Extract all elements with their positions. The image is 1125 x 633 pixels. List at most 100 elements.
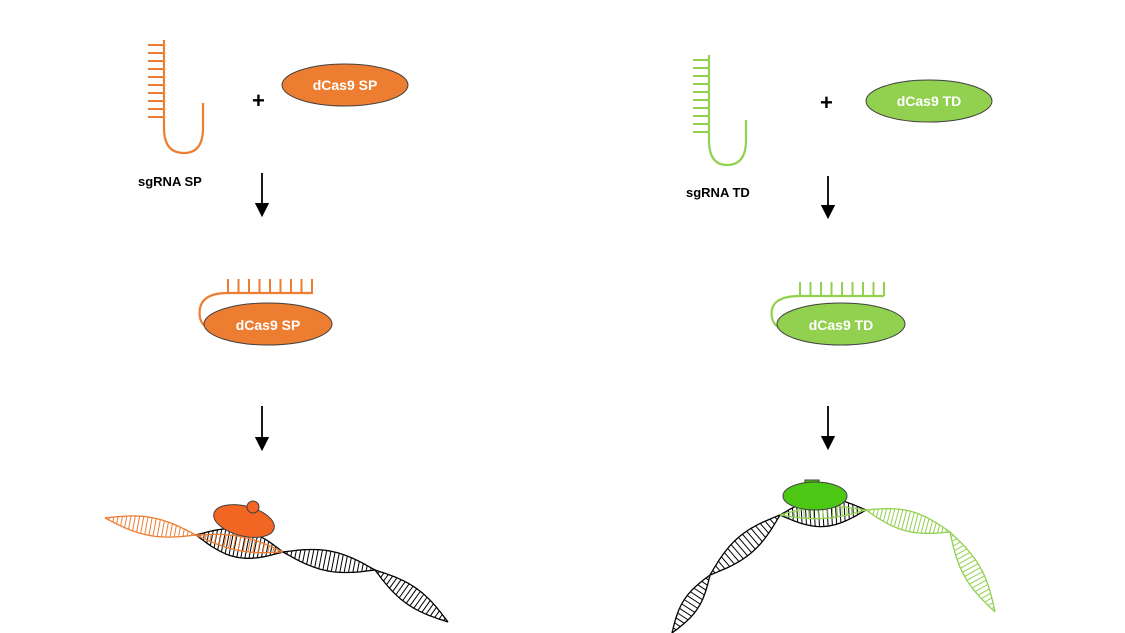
dna-base-pair [690, 591, 703, 601]
dna-strand [865, 508, 951, 533]
dna-sp-bound [104, 515, 449, 623]
dna-base-pair [272, 547, 275, 553]
dna-base-pair [746, 530, 760, 546]
dna-base-pair [715, 565, 721, 572]
dna-base-pair [330, 552, 336, 572]
dna-base-pair [841, 506, 843, 517]
dna-base-pair [409, 591, 421, 607]
dna-strand [779, 509, 867, 528]
dna-base-pair [206, 531, 210, 544]
dna-base-pair [178, 527, 181, 537]
dna-base-pair [380, 572, 385, 578]
bound-dcas9-sp [213, 500, 275, 538]
dna-base-pair [347, 557, 352, 573]
dna-base-pair [352, 559, 356, 573]
dna-base-pair [213, 534, 217, 544]
dna-base-pair [306, 549, 311, 565]
dna-base-pair [954, 544, 964, 552]
dna-base-pair [386, 575, 394, 585]
plus-sign-left: + [252, 88, 265, 113]
dna-base-pair [160, 520, 165, 537]
dna-base-pair [958, 555, 973, 565]
right-panel: sgRNA TD + dCas9 TD dCas9 TD [671, 55, 996, 633]
dna-base-pair [727, 548, 740, 562]
dna-base-pair [693, 587, 705, 596]
dna-base-pair [173, 525, 177, 538]
dna-base-pair [228, 535, 232, 549]
dna-base-pair [339, 554, 344, 573]
dna-base-pair [742, 533, 756, 550]
dna-base-pair [897, 509, 904, 529]
dna-base-pair [974, 583, 989, 593]
dna-base-pair [956, 551, 971, 561]
dna-base-pair [796, 505, 799, 523]
dna-base-pair [112, 516, 115, 523]
dna-base-pair [672, 627, 677, 631]
dna-base-pair [389, 577, 398, 589]
dna-base-pair [720, 556, 731, 567]
dna-base-pair [924, 518, 930, 534]
dna-base-pair [398, 583, 410, 599]
dna-base-pair [928, 520, 934, 534]
dcas9-sp-complex-label: dCas9 SP [236, 317, 301, 333]
dna-base-pair [981, 592, 991, 600]
dna-base-pair [984, 597, 993, 603]
dna-base-pair [675, 617, 685, 624]
dna-base-pair [759, 523, 770, 534]
dna-base-pair [730, 544, 744, 560]
dna-base-pair [267, 545, 270, 553]
dna-base-pair [952, 541, 961, 547]
dna-base-pair [124, 515, 128, 528]
dna-base-pair [144, 516, 149, 535]
dna-base-pair [920, 516, 926, 534]
dna-base-pair [738, 537, 752, 553]
dna-base-pair [868, 509, 871, 513]
dna-base-pair [361, 563, 364, 572]
dna-base-pair [326, 551, 332, 571]
dna-base-pair [686, 595, 701, 605]
dna-base-pair [724, 552, 735, 565]
dna-base-pair [120, 516, 123, 526]
dna-base-pair [302, 549, 306, 563]
dna-base-pair [764, 520, 772, 530]
dna-base-pair [434, 610, 440, 618]
dna-base-pair [950, 534, 954, 538]
dna-base-pair [987, 602, 994, 606]
dna-td-bound [671, 497, 996, 633]
sgrna-sp-label: sgRNA SP [138, 174, 202, 189]
dna-base-pair [969, 575, 985, 585]
dna-base-pair [890, 508, 896, 526]
dna-base-pair [370, 567, 372, 571]
sgrna-sp-free [148, 40, 205, 155]
dna-base-pair [429, 607, 437, 617]
dna-base-pair [152, 518, 157, 537]
dna-base-pair [712, 570, 716, 574]
dna-strand [779, 509, 867, 520]
dna-base-pair [413, 593, 425, 609]
dna-base-pair [901, 510, 908, 530]
dna-base-pair [128, 515, 132, 530]
dna-base-pair [421, 600, 431, 613]
dna-base-pair [912, 513, 919, 533]
dna-base-pair [684, 599, 698, 609]
left-panel: sgRNA SP + dCas9 SP dCas9 SP [104, 40, 449, 623]
dna-base-pair [132, 515, 136, 531]
dna-base-pair [792, 507, 794, 521]
dna-base-pair [941, 527, 944, 533]
dna-base-pair [718, 560, 726, 570]
dna-base-pair [843, 501, 846, 522]
dna-base-pair [937, 524, 941, 534]
dna-base-pair [273, 546, 277, 555]
dna-base-pair [322, 550, 328, 570]
dna-base-pair [932, 522, 937, 534]
dna-base-pair [265, 541, 270, 557]
dna-base-pair [852, 504, 854, 518]
dna-base-pair [405, 588, 418, 604]
dna-base-pair [904, 511, 912, 531]
plus-sign-right: + [820, 90, 833, 115]
sgrna-td-free [693, 55, 748, 167]
dna-base-pair [148, 517, 153, 536]
bound-dcas9-td [782, 479, 848, 511]
dna-base-pair [182, 528, 185, 537]
